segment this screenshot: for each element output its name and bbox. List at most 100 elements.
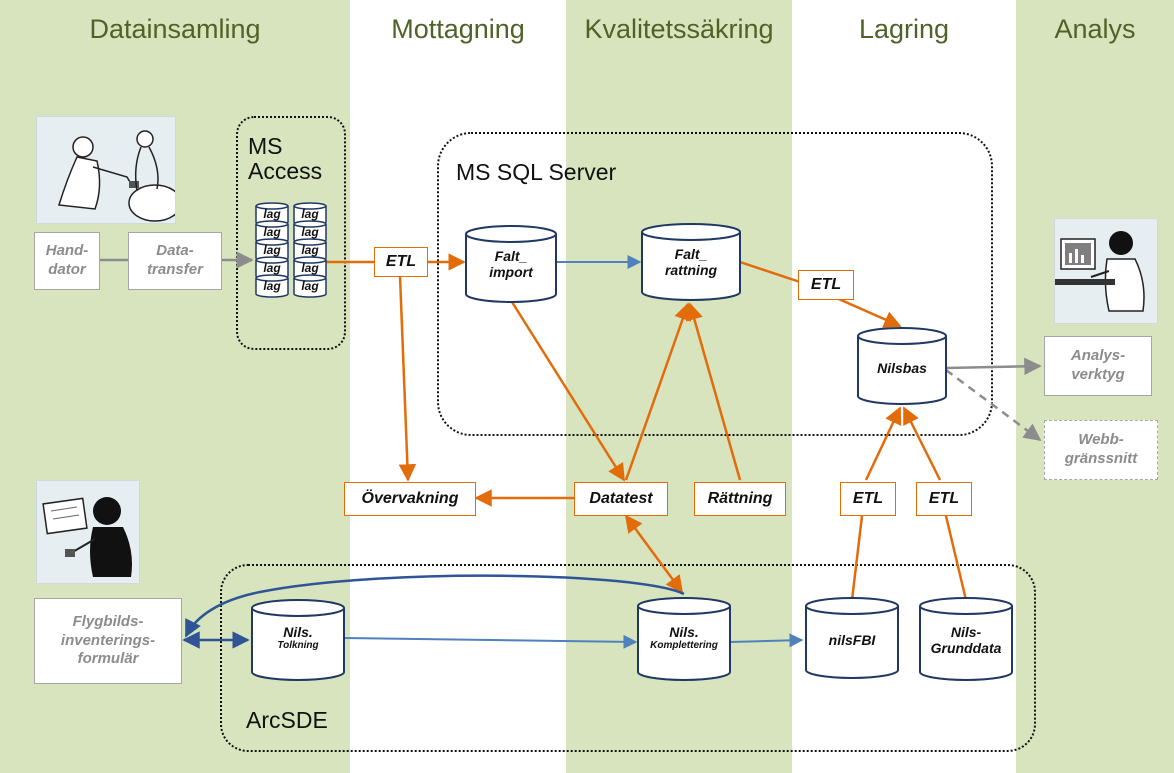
handdator-line2: dator: [48, 261, 86, 278]
falt-rattning-label: Falt_ rattning: [642, 246, 740, 278]
webbgranssnitt-line1: Webb-: [1078, 431, 1124, 449]
rattning-box: Rättning: [694, 482, 786, 516]
access-table-cylinder: [293, 274, 327, 298]
access-table-label: lag: [301, 225, 319, 239]
access-table-cylinder: [293, 220, 327, 244]
lane-title-lagring: Lagring: [858, 14, 950, 44]
arrow-falt-rattning-etl: [739, 260, 801, 284]
datatransfer-line2: transfer: [147, 261, 203, 278]
arrow-etl-fbi-nilsbas: [864, 406, 902, 481]
arrow-nilsbas-analysverktyg: [945, 357, 1042, 376]
nilsfbi-label: nilsFBI: [828, 632, 876, 648]
handdator-line1: Hand-: [45, 242, 89, 260]
falt-import-label: Falt_ import: [466, 248, 556, 280]
arrow-nilsfbi-etl: [850, 515, 864, 601]
access-table-label: lag: [301, 279, 319, 293]
cylinder-falt-rattning: [641, 223, 741, 301]
cylinder-nilsfbi: [805, 597, 899, 679]
nils-tolkning-label: Nils. Tolkning: [252, 624, 344, 652]
nils-tolkning-line2: Tolkning: [277, 640, 319, 652]
nils-grunddata-line2: Grunddata: [930, 640, 1002, 657]
flygbild-line2: inventerings-: [60, 631, 156, 649]
cylinder-nils-grunddata: [919, 597, 1013, 681]
falt-import-line1: Falt_: [494, 248, 528, 264]
analysverktyg-box: Analys- verktyg: [1044, 336, 1152, 396]
etl-box-main: ETL: [374, 247, 428, 277]
flygbild-line3: formulär: [77, 650, 139, 668]
arrow-komplettering-nilsfbi: [729, 633, 804, 648]
nils-grunddata-label: Nils- Grunddata: [920, 624, 1012, 656]
arrow-datatest-falt-rattning: [624, 302, 692, 481]
arrow-rattning-falt-rattning: [685, 302, 742, 481]
analyst-drawing: [1055, 231, 1145, 312]
datatest-box: Datatest: [574, 482, 668, 516]
analysverktyg-line1: Analys-: [1070, 347, 1126, 365]
arrow-komplettering-flygbild: [184, 574, 685, 638]
access-tables: [255, 202, 327, 298]
falt-import-line2: import: [489, 264, 533, 281]
analysverktyg-line2: verktyg: [1071, 366, 1125, 383]
arrow-datatest-komplettering: [624, 514, 684, 594]
flygbild-formular-box: Flygbilds- inventerings- formulär: [34, 598, 182, 684]
lane-title-analys: Analys: [1054, 14, 1136, 44]
access-table-label: lag: [301, 207, 319, 221]
arrow-grunddata-etl: [944, 515, 968, 601]
datatransfer-line1: Data-: [156, 242, 194, 260]
nils-grunddata-line1: Nils-: [950, 624, 982, 640]
falt-rattning-line2: rattning: [664, 262, 718, 279]
handdator-box: Hand- dator: [34, 232, 100, 290]
ms-sql-server-label: MS SQL Server: [456, 159, 617, 185]
nils-komplettering-line1: Nils.: [669, 624, 699, 640]
cylinder-nils-tolkning: [251, 599, 345, 681]
ms-access-label-line1: MS: [248, 133, 283, 159]
interpreter-illustration: [36, 480, 140, 584]
arrow-tolkning-komplettering: [343, 634, 638, 649]
access-table-cylinder: [255, 274, 289, 298]
access-table-label: lag: [263, 243, 281, 257]
field-worker-drawing: [58, 130, 175, 222]
access-table-label: lag: [301, 261, 319, 275]
falt-rattning-line1: Falt_: [674, 246, 708, 262]
arrow-nilsbas-webbgranssnitt: [945, 368, 1042, 442]
access-table-cylinder: [255, 238, 289, 262]
lane-title-mottagning: Mottagning: [391, 14, 525, 44]
arcsde-label: ArcSDE: [246, 707, 328, 733]
datatransfer-box: Data- transfer: [128, 232, 222, 290]
cylinder-falt-import: [465, 225, 557, 303]
nilsbas-label: Nilsbas: [877, 360, 927, 376]
lane-title-datainsamling: Datainsamling: [89, 14, 261, 44]
nils-tolkning-line1: Nils.: [283, 624, 313, 640]
access-table-label: lag: [263, 261, 281, 275]
field-worker-illustration: [36, 116, 176, 224]
webbgranssnitt-box: Webb- gränssnitt: [1044, 420, 1158, 480]
overvakning-box: Övervakning: [344, 482, 476, 516]
access-table-label: lag: [263, 207, 281, 221]
lane-mottagning: Mottagning: [350, 0, 566, 773]
etl-box-grunddata: ETL: [916, 482, 972, 516]
ms-access-label: MS Access: [248, 133, 323, 185]
ms-access-label-line2: Access: [248, 158, 323, 185]
access-table-label: lag: [263, 225, 281, 239]
flygbild-line1: Flygbilds-: [72, 612, 144, 630]
access-table-label: lag: [263, 279, 281, 293]
nils-komplettering-label: Nils. Komplettering: [638, 624, 730, 652]
lane-title-kvalitetssakring: Kvalitetssäkring: [584, 14, 774, 44]
access-table-cylinder: [293, 202, 327, 226]
etl-box-fbi: ETL: [840, 482, 896, 516]
arrow-falt-import-datatest: [510, 301, 626, 482]
ms-access-group: [236, 116, 346, 350]
etl-box-lagring: ETL: [798, 270, 854, 300]
ms-sql-server-group: [437, 132, 993, 436]
nils-komplettering-line2: Komplettering: [650, 640, 718, 652]
arrow-etl-nilsbas: [831, 294, 902, 328]
cylinder-nilsbas: [857, 327, 947, 405]
cylinder-nils-komplettering: [637, 597, 731, 681]
arrow-etl-overvakning: [398, 275, 417, 482]
access-table-label: lag: [301, 243, 319, 257]
arrow-etl-grunddata-nilsbas: [902, 406, 942, 481]
interpreter-drawing: [42, 497, 132, 577]
analyst-illustration: [1054, 218, 1158, 324]
webbgranssnitt-line2: gränssnitt: [1064, 450, 1138, 467]
